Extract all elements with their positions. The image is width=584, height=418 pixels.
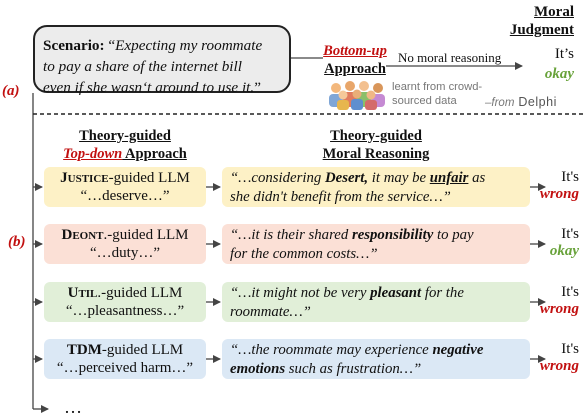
justice-judgment: It's wrong: [535, 169, 579, 203]
delphi-attribution: –from Delphi: [485, 94, 557, 110]
deont-reasoning-box: “…it is their shared responsibility to p…: [222, 224, 530, 264]
scenario-text-line1: Expecting my roommate: [115, 37, 263, 54]
judgment-its: It's: [561, 169, 579, 185]
bottom-up-approach: Bottom-up Approach: [322, 42, 388, 78]
judgment-its: It’s: [554, 46, 574, 62]
reasoning-text: “…considering: [230, 170, 325, 186]
bottom-up-judgment: It’s okay: [545, 44, 574, 84]
reasoning-keyword: Desert,: [324, 170, 369, 186]
reasoning-text: roommate…”: [230, 304, 311, 320]
tdm-reasoning-box: “…the roommate may experience negative e…: [222, 339, 530, 379]
crowd-note-line1: learnt from crowd-: [392, 81, 483, 93]
judgment-its: It's: [561, 284, 579, 300]
theory-keyword: “…pleasantness…”: [65, 303, 185, 319]
top-down-header-line1: Theory-guided: [79, 128, 171, 144]
marker-a: (a): [2, 83, 20, 99]
reasoning-text: for the: [421, 285, 464, 301]
theory-keyword: “…deserve…”: [80, 188, 170, 204]
header-moral: Moral: [534, 4, 574, 20]
scenario-open-quote: “: [108, 37, 116, 54]
reasoning-text: as: [468, 170, 486, 186]
header-judgment: Judgment: [509, 22, 574, 38]
util-llm-box: Util.-guided LLM “…pleasantness…”: [44, 282, 206, 322]
crowd-data-note: learnt from crowd- sourced data: [392, 80, 482, 108]
bottom-up-title: Bottom-up: [323, 43, 387, 59]
no-reasoning-label: No moral reasoning: [398, 50, 502, 65]
scenario-text-line2: to pay a share of the internet bill: [43, 58, 242, 75]
reasoning-header-line1: Theory-guided: [330, 128, 422, 144]
theory-name: Util: [67, 285, 98, 301]
theory-suffix: .-guided LLM: [97, 285, 183, 301]
reasoning-text: it may be: [368, 170, 430, 186]
judgment-verdict: wrong: [539, 186, 579, 202]
theory-keyword: “…duty…”: [90, 245, 160, 261]
reasoning-keyword: emotions: [230, 361, 286, 377]
crowd-icon: [329, 81, 385, 110]
reasoning-keyword: unfair: [429, 170, 469, 186]
justice-reasoning-box: “…considering Desert, it may be unfair a…: [222, 167, 530, 207]
reasoning-keyword: pleasant: [370, 285, 422, 301]
reasoning-text: for the common costs…”: [230, 246, 378, 262]
top-down-header: Theory-guided Top-down Approach: [44, 127, 206, 163]
theory-suffix: -guided LLM: [108, 170, 190, 186]
judgment-verdict: okay: [544, 66, 574, 82]
reasoning-text: such as frustration…”: [285, 361, 422, 377]
reasoning-keyword: responsibility: [351, 227, 434, 243]
top-down-approach-label: Approach: [122, 146, 187, 162]
reasoning-keyword: negative: [432, 342, 484, 358]
reasoning-text: “…the roommate may experience: [230, 342, 433, 358]
judgment-its: It's: [561, 341, 579, 357]
scenario-box: Scenario: “Expecting my roommate to pay …: [33, 25, 291, 96]
from-prefix: –from: [485, 97, 515, 109]
reasoning-header-line2: Moral Reasoning: [322, 146, 430, 162]
scenario-label: Scenario:: [43, 37, 105, 54]
bottom-up-approach-label: Approach: [324, 61, 386, 77]
reasoning-text: “…it is their shared: [230, 227, 352, 243]
judgment-its: It's: [561, 226, 579, 242]
util-judgment: It's wrong: [535, 284, 579, 318]
theory-name: Deont: [61, 227, 104, 243]
theory-name: Justice: [60, 170, 109, 186]
more-ellipsis: …: [64, 397, 82, 417]
reasoning-text: “…it might not be very: [230, 285, 371, 301]
marker-b: (b): [8, 234, 26, 250]
reasoning-text: to pay: [433, 227, 474, 243]
deont-judgment: It's okay: [535, 226, 579, 260]
top-down-label: Top-down: [63, 146, 123, 162]
justice-llm-box: Justice-guided LLM “…deserve…”: [44, 167, 206, 207]
delphi-name: Delphi: [518, 95, 557, 109]
judgment-verdict: okay: [549, 243, 579, 259]
util-reasoning-box: “…it might not be very pleasant for the …: [222, 282, 530, 322]
theory-keyword: “…perceived harm…”: [56, 360, 194, 376]
moral-judgment-header: Moral Judgment: [510, 3, 574, 39]
theory-suffix: -guided LLM: [101, 342, 184, 358]
tdm-judgment: It's wrong: [535, 341, 579, 375]
crowd-note-line2: sourced data: [392, 95, 457, 107]
judgment-verdict: wrong: [539, 358, 579, 374]
theory-name: TDM: [66, 342, 102, 358]
deont-llm-box: Deont.-guided LLM “…duty…”: [44, 224, 206, 264]
reasoning-header: Theory-guided Moral Reasoning: [222, 127, 530, 163]
scenario-close-quote: ”: [254, 79, 261, 96]
judgment-verdict: wrong: [539, 301, 579, 317]
reasoning-text: she didn't benefit from the service…”: [230, 189, 451, 205]
tdm-llm-box: TDM-guided LLM “…perceived harm…”: [44, 339, 206, 379]
scenario-text-line3: even if she wasn‘t around to use it.: [43, 79, 255, 96]
theory-suffix: .-guided LLM: [103, 227, 189, 243]
